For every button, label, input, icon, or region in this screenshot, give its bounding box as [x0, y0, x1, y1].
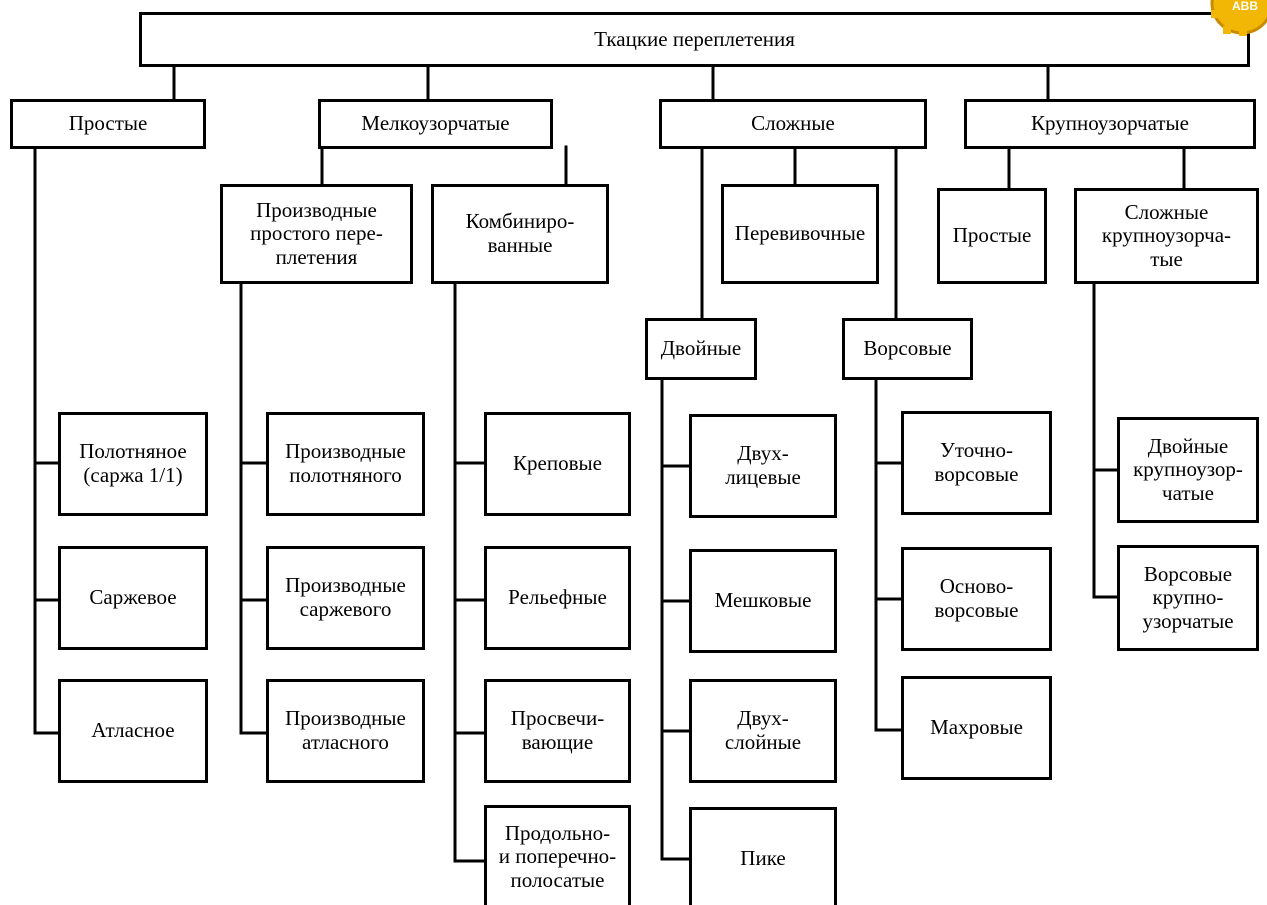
- relief-box: Рельефные: [484, 546, 631, 650]
- badge-teeth: [1211, 10, 1247, 36]
- pique-box: Пике: [689, 807, 837, 905]
- pile-large-pattern-box: Ворсовые крупно- узорчатые: [1117, 545, 1259, 651]
- crepe-box: Креповые: [484, 412, 631, 516]
- weft-pile-box: Уточно- ворсовые: [901, 411, 1052, 515]
- derived-simple-box: Производные простого пере- плетения: [220, 184, 413, 284]
- striped-box: Продольно- и поперечно- полосатые: [484, 805, 631, 905]
- large-simple-box: Простые: [937, 188, 1047, 284]
- badge-text: ABB: [1232, 0, 1258, 13]
- root-box: Ткацкие переплетения: [139, 12, 1250, 67]
- leno-box: Перевивочные: [721, 184, 879, 284]
- combined-box: Комбиниро- ванные: [431, 184, 609, 284]
- double-box: Двойные: [645, 318, 757, 380]
- satin-weave-box: Атласное: [58, 679, 208, 783]
- terry-box: Махровые: [901, 676, 1052, 780]
- large-complex-box: Сложные крупноузорча- тые: [1074, 188, 1259, 284]
- derived-satin-box: Производные атласного: [266, 679, 425, 783]
- simple-box: Простые: [10, 99, 206, 149]
- complex-box: Сложные: [659, 99, 927, 149]
- twill-weave-box: Саржевое: [58, 546, 208, 650]
- warp-pile-box: Осново- ворсовые: [901, 547, 1052, 651]
- openwork-box: Просвечи- вающие: [484, 679, 631, 783]
- two-face-box: Двух- лицевые: [689, 414, 837, 518]
- plain-weave-box: Полотняное (саржа 1/1): [58, 412, 208, 516]
- pile-box: Ворсовые: [842, 318, 973, 380]
- bag-box: Мешковые: [689, 549, 837, 653]
- two-layer-box: Двух- слойные: [689, 679, 837, 783]
- large-pattern-box: Крупноузорчатые: [964, 99, 1256, 149]
- derived-twill-box: Производные саржевого: [266, 546, 425, 650]
- derived-plain-box: Производные полотняного: [266, 412, 425, 516]
- small-pattern-box: Мелкоузорчатые: [318, 99, 553, 149]
- double-large-pattern-box: Двойные крупноузор- чатые: [1117, 417, 1259, 523]
- watermark-badge: ABB: [1210, 0, 1267, 36]
